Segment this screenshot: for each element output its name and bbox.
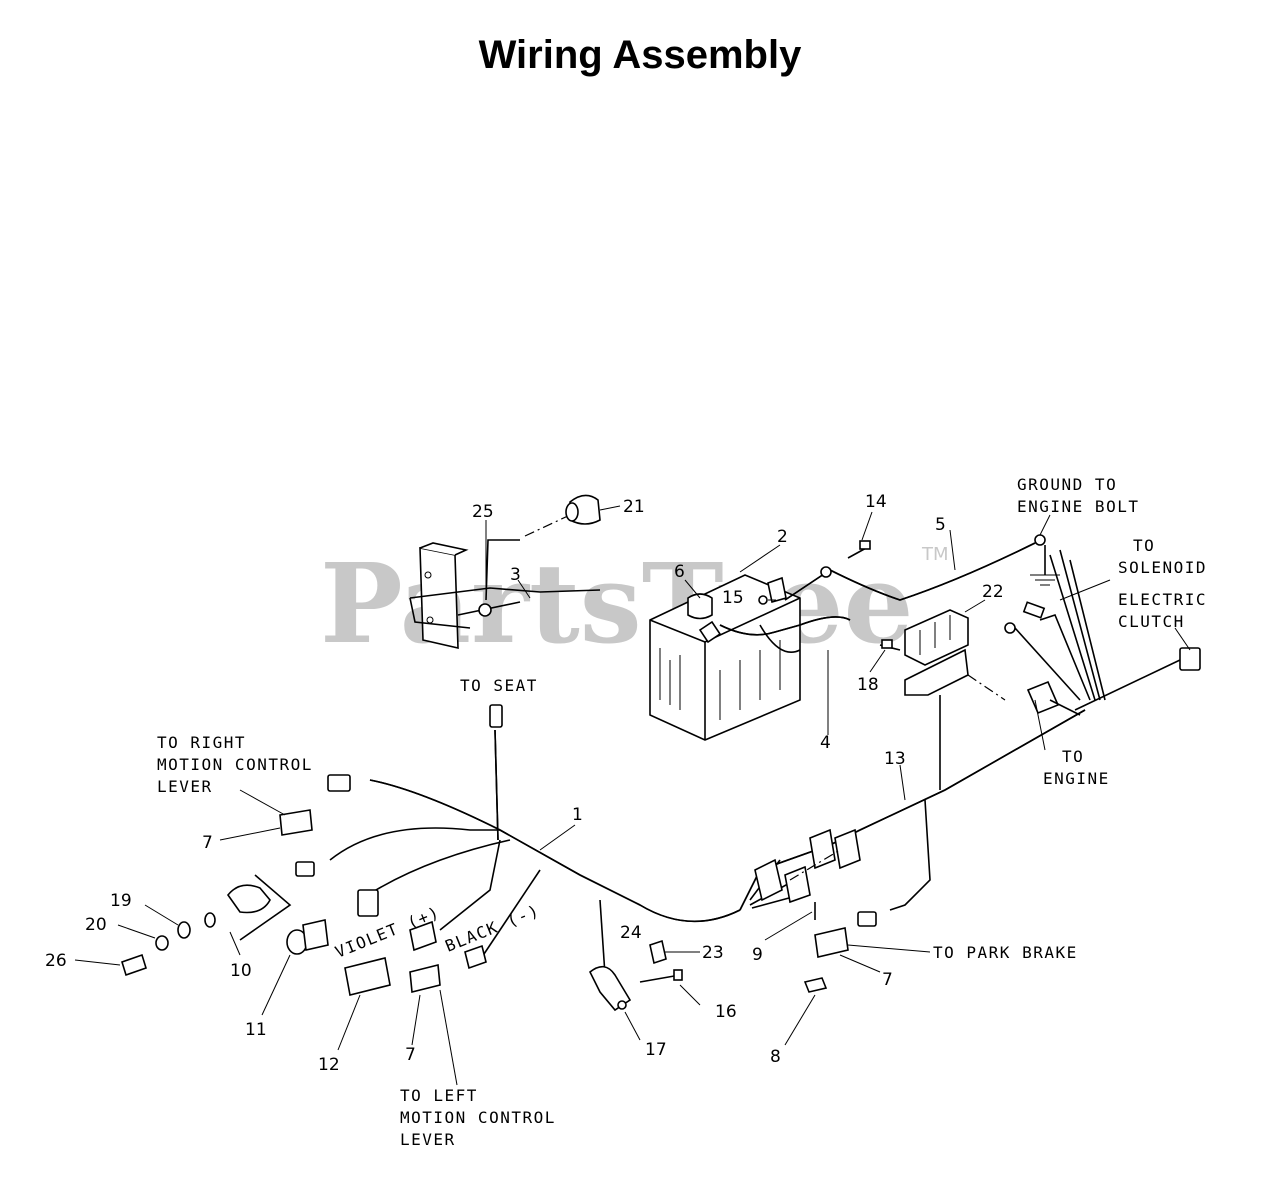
part-number-23: 23 bbox=[702, 943, 724, 963]
callout-park-brake: TO PARK BRAKE bbox=[933, 943, 1078, 962]
battery bbox=[649, 574, 801, 741]
callout-solenoid-line2: SOLENOID bbox=[1118, 558, 1207, 577]
part-number-4: 4 bbox=[820, 733, 831, 753]
relay-block bbox=[879, 609, 1006, 790]
callout-right-lever-line2: MOTION CONTROL bbox=[157, 755, 313, 774]
nut-15 bbox=[758, 595, 768, 605]
part-number-15: 15 bbox=[722, 588, 744, 608]
callout-clutch-line1: ELECTRIC bbox=[1118, 590, 1207, 609]
part-number-19: 19 bbox=[110, 891, 132, 911]
callout-right-lever-line1: TO RIGHT bbox=[157, 733, 246, 752]
callout-right-lever-line3: LEVER bbox=[157, 777, 213, 796]
part-number-8: 8 bbox=[770, 1047, 781, 1067]
part-number-14: 14 bbox=[865, 492, 887, 512]
battery-hold-down-bracket bbox=[409, 494, 601, 650]
part-number-6: 6 bbox=[674, 562, 685, 582]
callout-clutch-line2: CLUTCH bbox=[1118, 612, 1185, 631]
watermark-tm: TM bbox=[921, 544, 949, 565]
part-number-13: 13 bbox=[884, 749, 906, 769]
part-number-9: 9 bbox=[752, 945, 763, 965]
part-number-18: 18 bbox=[857, 675, 879, 695]
part-number-5: 5 bbox=[935, 515, 946, 535]
page-title: Wiring Assembly bbox=[478, 33, 802, 77]
watermark: PartsTree bbox=[320, 539, 914, 668]
park-brake-switch bbox=[803, 902, 849, 993]
part-number-1: 1 bbox=[572, 805, 583, 825]
diode-and-bracket bbox=[588, 965, 683, 1012]
callout-black: BLACK (-) bbox=[442, 901, 542, 956]
leader-lines bbox=[74, 505, 1191, 1086]
callout-solenoid-line1: TO bbox=[1133, 536, 1155, 555]
left-connectors bbox=[295, 774, 877, 970]
battery-cables bbox=[719, 534, 1046, 653]
left-lever-switch bbox=[409, 963, 441, 994]
callout-engine-line1: TO bbox=[1062, 747, 1084, 766]
part-number-20: 20 bbox=[85, 915, 107, 935]
main-harness bbox=[329, 704, 1086, 976]
callout-engine-line2: ENGINE bbox=[1043, 769, 1110, 788]
callout-ground-line1: GROUND TO bbox=[1017, 475, 1117, 494]
part-number-16: 16 bbox=[715, 1002, 737, 1022]
part-number-25: 25 bbox=[472, 502, 494, 522]
part-number-22: 22 bbox=[982, 582, 1004, 602]
part-number-17: 17 bbox=[645, 1040, 667, 1060]
callout-to-seat: TO SEAT bbox=[460, 676, 538, 695]
part-number-24: 24 bbox=[620, 923, 642, 943]
part-number-21: 21 bbox=[623, 497, 645, 517]
hour-meter bbox=[344, 957, 391, 996]
callout-left-lever-line3: LEVER bbox=[400, 1130, 456, 1149]
part-number-2: 2 bbox=[777, 527, 788, 547]
callout-left-lever-line1: TO LEFT bbox=[400, 1086, 478, 1105]
callout-left-lever-line2: MOTION CONTROL bbox=[400, 1108, 556, 1127]
indicator-lamp bbox=[286, 919, 329, 955]
key-switch bbox=[121, 874, 292, 977]
part-number-7-left: 7 bbox=[405, 1045, 416, 1065]
part-number-7-right: 7 bbox=[202, 833, 213, 853]
part-number-11: 11 bbox=[245, 1020, 267, 1040]
engine-leads bbox=[1004, 545, 1201, 716]
part-number-12: 12 bbox=[318, 1055, 340, 1075]
right-lever-switch bbox=[279, 809, 313, 836]
callout-ground-line2: ENGINE BOLT bbox=[1017, 497, 1139, 516]
part-number-26: 26 bbox=[45, 951, 67, 971]
part-number-7-brake: 7 bbox=[882, 970, 893, 990]
bolt-14 bbox=[847, 540, 871, 559]
part-number-10: 10 bbox=[230, 961, 252, 981]
part-number-3: 3 bbox=[510, 565, 521, 585]
